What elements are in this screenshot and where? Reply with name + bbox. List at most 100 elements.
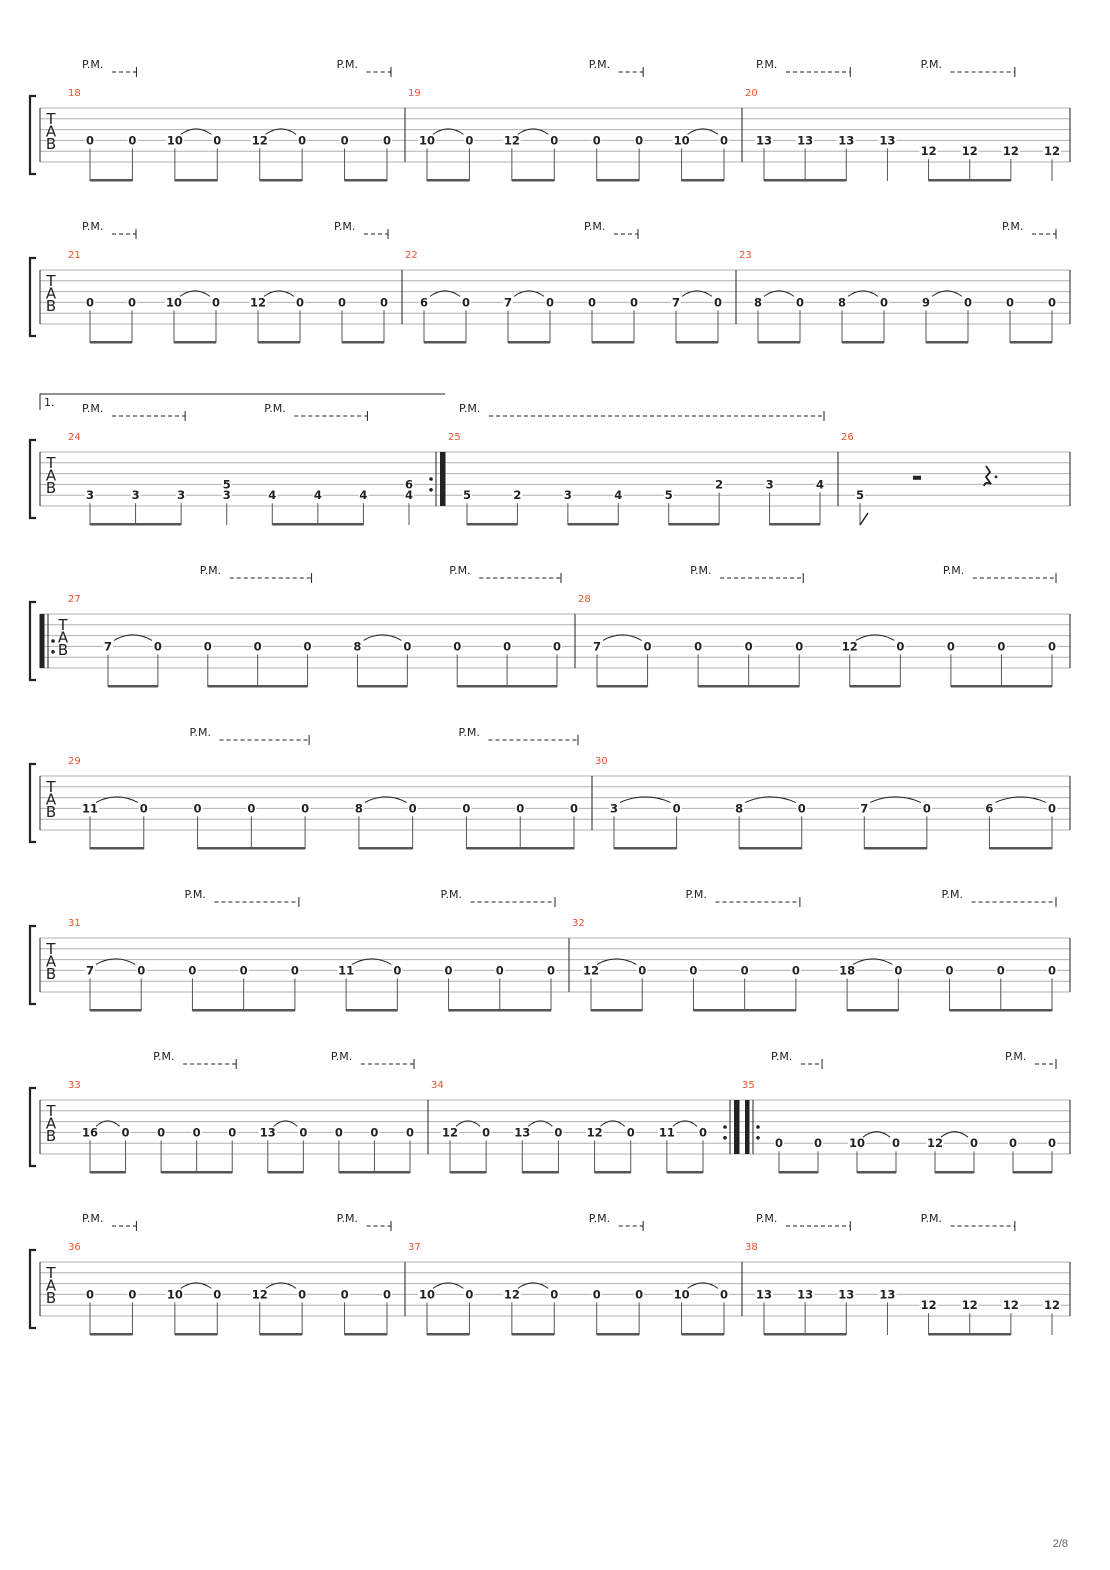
fret-number: 0 <box>635 133 643 147</box>
tie-arc <box>619 796 671 803</box>
fret-knockout <box>795 297 805 309</box>
fret-knockout <box>405 1127 415 1139</box>
fret-number: 0 <box>86 1287 94 1301</box>
fret-knockout <box>238 965 249 977</box>
beam <box>928 179 1011 182</box>
beam <box>928 1333 1011 1336</box>
palm-mute-label: P.M. <box>82 220 103 233</box>
fret-number: 0 <box>213 133 221 147</box>
fret-knockout <box>298 1127 309 1139</box>
measure-number: 29 <box>68 756 81 767</box>
fret-number: 0 <box>341 133 349 147</box>
fret-knockout <box>503 297 513 309</box>
fret-knockout <box>81 1127 99 1139</box>
repeat-end-thick-bar <box>440 452 445 506</box>
fret-number: 0 <box>188 963 196 977</box>
fret-knockout <box>714 479 725 491</box>
fret-number: 12 <box>962 1298 978 1312</box>
tie-arc <box>687 128 719 135</box>
beam <box>357 685 408 688</box>
fret-knockout <box>352 641 363 653</box>
fret-number: 10 <box>166 295 182 309</box>
fret-knockout <box>379 297 389 309</box>
beam <box>764 1333 847 1336</box>
fret-knockout <box>337 297 347 309</box>
fret-number: 13 <box>838 1287 854 1301</box>
fret-knockout <box>212 1289 223 1301</box>
fret-knockout <box>418 135 436 147</box>
fret-knockout <box>984 803 995 815</box>
fret-knockout <box>815 479 825 491</box>
tie-arc <box>180 1282 212 1289</box>
fret-knockout <box>443 965 454 977</box>
measure-number: 31 <box>68 918 81 929</box>
fret-knockout <box>404 490 414 502</box>
fret-knockout <box>837 135 856 147</box>
fret-number: 0 <box>445 963 453 977</box>
fret-knockout <box>452 641 463 653</box>
fret-knockout <box>893 965 904 977</box>
fret-knockout <box>671 803 682 815</box>
palm-mute-label: P.M. <box>337 58 358 71</box>
tab-clef-letter: B <box>58 641 68 659</box>
fret-number: 0 <box>1009 1136 1017 1150</box>
beam <box>427 179 470 182</box>
beam <box>90 341 132 344</box>
fret-number: 0 <box>212 295 220 309</box>
fret-number: 13 <box>756 133 772 147</box>
beam <box>926 341 968 344</box>
fret-number: 0 <box>923 801 931 815</box>
fret-number: 0 <box>482 1125 490 1139</box>
fret-number: 3 <box>86 488 94 502</box>
fret-number: 0 <box>140 801 148 815</box>
repeat-dot <box>723 1125 727 1129</box>
fret-knockout <box>960 1300 979 1312</box>
fret-number: 0 <box>714 295 722 309</box>
palm-mute-label: P.M. <box>82 402 103 415</box>
tie-arc <box>672 1120 698 1127</box>
beam <box>259 1333 303 1336</box>
palm-mute-label: P.M. <box>921 58 942 71</box>
tab-clef-letter: T <box>45 454 56 472</box>
fret-number: 0 <box>635 1287 643 1301</box>
beam <box>342 341 384 344</box>
fret-number: 10 <box>419 133 435 147</box>
fret-knockout <box>613 490 624 502</box>
fret-knockout <box>502 1289 521 1301</box>
measure-number: 23 <box>739 250 752 261</box>
fret-knockout <box>926 1138 944 1150</box>
fret-knockout <box>921 803 932 815</box>
fret-knockout <box>464 135 475 147</box>
fret-knockout <box>267 490 278 502</box>
beam <box>511 179 555 182</box>
measure-number: 21 <box>68 250 81 261</box>
fret-number: 0 <box>741 963 749 977</box>
fret-number: 0 <box>673 801 681 815</box>
tab-clef-letter: B <box>46 965 56 983</box>
fret-number: 5 <box>223 477 231 491</box>
beam <box>424 341 466 344</box>
palm-mute-label: P.M. <box>685 888 706 901</box>
fret-number: 0 <box>798 801 806 815</box>
tie-arc <box>180 128 212 135</box>
fret-number: 0 <box>86 133 94 147</box>
palm-mute-label: P.M. <box>449 564 470 577</box>
fret-number: 0 <box>299 1125 307 1139</box>
fret-number: 0 <box>393 963 401 977</box>
fret-number: 18 <box>839 963 855 977</box>
fret-knockout <box>120 1127 131 1139</box>
fret-knockout <box>85 1289 95 1301</box>
measure-number: 37 <box>408 1242 421 1253</box>
fret-number: 0 <box>298 1287 306 1301</box>
fret-knockout <box>85 297 95 309</box>
palm-mute-label: P.M. <box>200 564 221 577</box>
tie-arc <box>432 128 464 135</box>
fret-number: 0 <box>465 1287 473 1301</box>
fret-knockout <box>642 641 653 653</box>
fret-number: 10 <box>674 1287 690 1301</box>
palm-mute-label: P.M. <box>82 1212 103 1225</box>
fret-number: 7 <box>104 639 112 653</box>
palm-mute-label: P.M. <box>82 58 103 71</box>
measure-number: 20 <box>745 88 758 99</box>
fret-number: 5 <box>463 488 471 502</box>
